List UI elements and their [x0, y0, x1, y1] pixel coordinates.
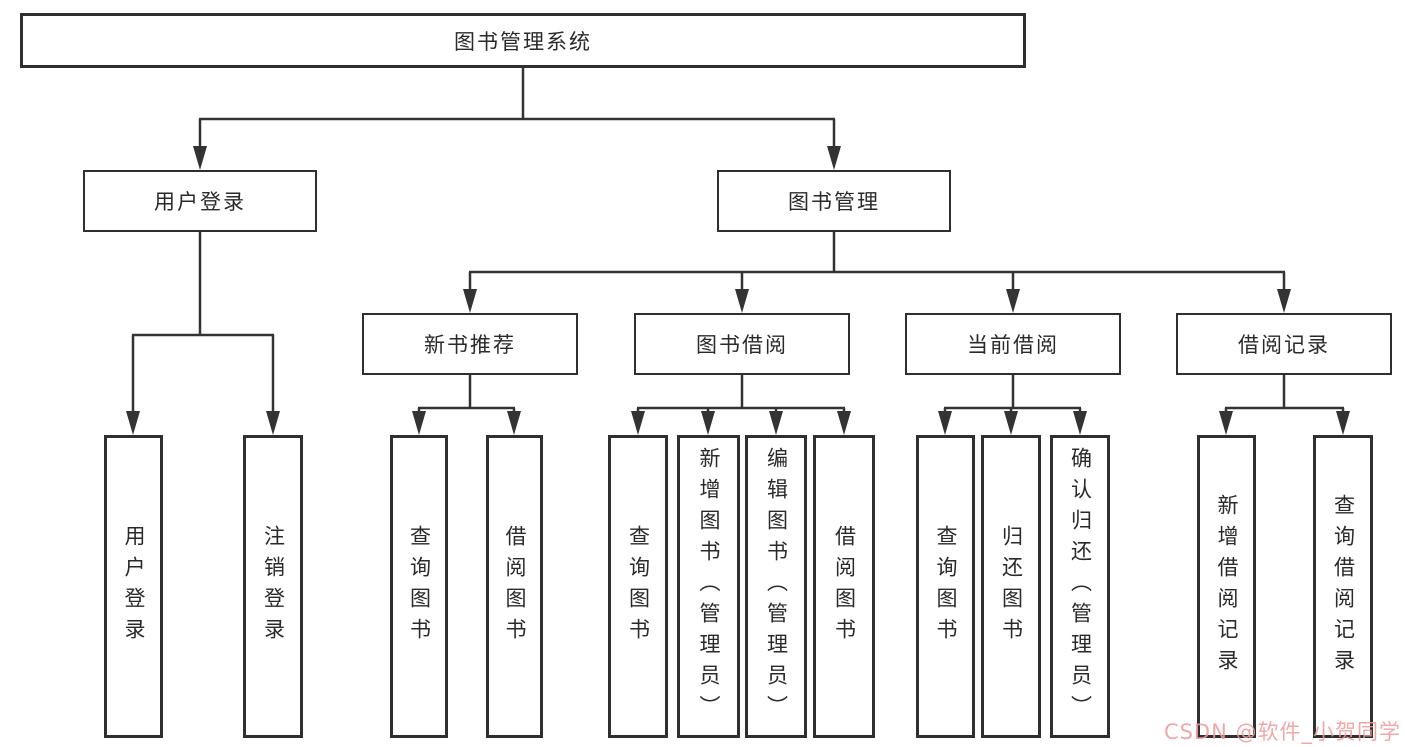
leaf-borrow-books-borrowing: 借阅图书: [813, 435, 875, 738]
arrowhead-icon: [631, 411, 645, 435]
node-label: 确认归还（管理员）: [1068, 447, 1093, 726]
node-label: 借阅记录: [1238, 333, 1330, 357]
node-label: 查询图书: [626, 524, 651, 649]
arrowhead-icon: [735, 289, 749, 313]
csdn-watermark: CSDN @软件_小贺同学: [1163, 720, 1401, 744]
arrowhead-icon: [1277, 289, 1291, 313]
connector-borrowrecord-to-leaves: [1219, 375, 1350, 435]
node-label: 用户登录: [122, 524, 147, 649]
node-label: 新增图书（管理员）: [697, 447, 722, 726]
arrowhead-icon: [1336, 411, 1350, 435]
arrowhead-icon: [827, 146, 841, 170]
arrowhead-icon: [193, 146, 207, 170]
arrowhead-icon: [1219, 411, 1233, 435]
node-label: 当前借阅: [967, 333, 1059, 357]
node-new-book-recommend: 新书推荐: [362, 313, 578, 375]
leaf-return-books: 归还图书: [981, 435, 1041, 738]
node-label: 新增借阅记录: [1215, 493, 1240, 680]
connector-bookmgmt-to-level3: [463, 232, 1291, 313]
arrowhead-icon: [412, 411, 426, 435]
leaf-user-login: 用户登录: [104, 435, 163, 738]
leaf-add-books-admin: 新增图书（管理员）: [677, 435, 740, 738]
connector-bookborrow-to-leaves: [631, 375, 851, 435]
node-label: 归还图书: [999, 524, 1024, 649]
arrowhead-icon: [701, 411, 715, 435]
node-label: 新书推荐: [424, 333, 516, 357]
node-book-management: 图书管理: [717, 170, 951, 232]
arrowhead-icon: [507, 411, 521, 435]
leaf-query-books-borrowing: 查询图书: [608, 435, 668, 738]
node-label: 图书借阅: [696, 333, 788, 357]
arrowhead-icon: [463, 289, 477, 313]
node-label: 借阅图书: [503, 524, 528, 649]
node-borrowing-records: 借阅记录: [1176, 313, 1392, 375]
arrowhead-icon: [769, 411, 783, 435]
node-label: 注销登录: [261, 524, 286, 649]
leaf-query-books-recommend: 查询图书: [390, 435, 448, 738]
node-user-login: 用户登录: [83, 170, 317, 232]
arrowhead-icon: [1006, 289, 1020, 313]
connector-currentborrow-to-leaves: [938, 375, 1087, 435]
node-label: 查询图书: [407, 524, 432, 649]
leaf-edit-books-admin: 编辑图书（管理员）: [745, 435, 807, 738]
node-label: 用户登录: [154, 190, 246, 214]
node-label: 借阅图书: [832, 524, 857, 649]
node-library-management-system: 图书管理系统: [20, 13, 1026, 68]
arrowhead-icon: [938, 411, 952, 435]
leaf-borrow-books-recommend: 借阅图书: [486, 435, 543, 738]
arrowhead-icon: [266, 411, 280, 435]
leaf-query-books-current: 查询图书: [916, 435, 975, 738]
connector-root-to-level2: [193, 68, 841, 170]
connector-newbookrec-to-leaves: [412, 375, 521, 435]
arrowhead-icon: [1073, 411, 1087, 435]
arrowhead-icon: [1004, 411, 1018, 435]
node-label: 查询借阅记录: [1331, 493, 1356, 680]
leaf-logout: 注销登录: [243, 435, 303, 738]
node-book-borrowing: 图书借阅: [634, 313, 850, 375]
node-current-borrowing: 当前借阅: [905, 313, 1121, 375]
node-label: 图书管理系统: [454, 29, 592, 54]
arrowhead-icon: [126, 411, 140, 435]
connector-userlogin-to-leaves: [126, 232, 280, 435]
leaf-confirm-return-admin: 确认归还（管理员）: [1050, 435, 1110, 738]
node-label: 图书管理: [788, 190, 880, 214]
leaf-add-borrow-record: 新增借阅记录: [1197, 435, 1256, 738]
node-label: 查询图书: [934, 524, 959, 649]
node-label: 编辑图书（管理员）: [764, 447, 789, 726]
leaf-query-borrow-record: 查询借阅记录: [1313, 435, 1373, 738]
arrowhead-icon: [837, 411, 851, 435]
